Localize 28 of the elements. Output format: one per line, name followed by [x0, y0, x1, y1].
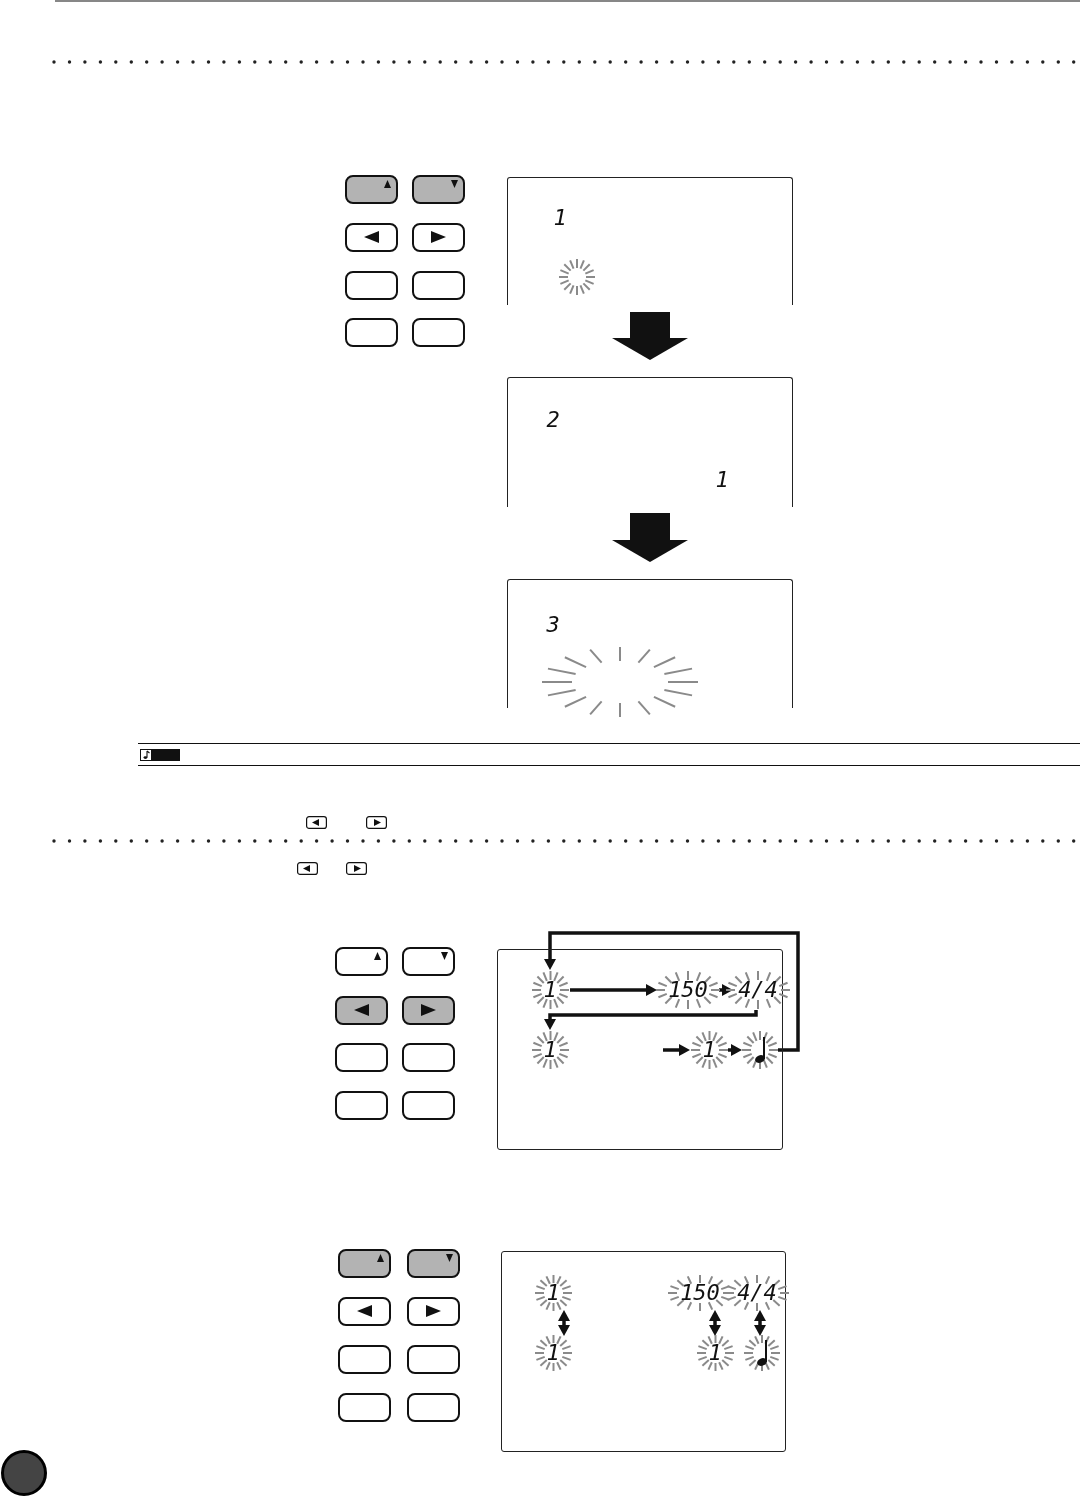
- lcd-digit: 1: [702, 1039, 716, 1061]
- lcd-display: [501, 1251, 786, 1452]
- block-arrow: [612, 312, 688, 360]
- lcd-display: [507, 177, 793, 305]
- lcd-digit: 1: [543, 979, 557, 1001]
- lcd-digit: 1: [543, 1039, 557, 1061]
- double-arrow: [754, 1310, 766, 1336]
- lcd-display: [507, 377, 793, 507]
- double-arrow: [709, 1310, 721, 1336]
- lcd-digit: 1: [708, 1342, 722, 1364]
- lcd-digit: 150: [680, 1282, 720, 1304]
- arrow: [663, 1044, 690, 1056]
- arrow: [728, 1044, 742, 1056]
- lcd-digit: 150: [668, 979, 708, 1001]
- lcd-digit: 4/4: [738, 979, 778, 1001]
- arrow: [719, 984, 733, 996]
- lcd-digit: 1: [715, 469, 729, 491]
- lcd-digit: 1: [553, 207, 567, 229]
- double-arrow: [558, 1310, 570, 1336]
- lcd-digit: 4/4: [737, 1282, 777, 1304]
- arrow: [570, 984, 657, 996]
- block-arrow: [612, 513, 688, 562]
- arrow: [544, 931, 800, 1052]
- lcd-digit: 2: [546, 409, 560, 431]
- lcd-digit: 1: [546, 1282, 560, 1304]
- arrow: [544, 1010, 758, 1030]
- lcd-digit: 3: [546, 614, 560, 636]
- lcd-digit: 1: [546, 1342, 560, 1364]
